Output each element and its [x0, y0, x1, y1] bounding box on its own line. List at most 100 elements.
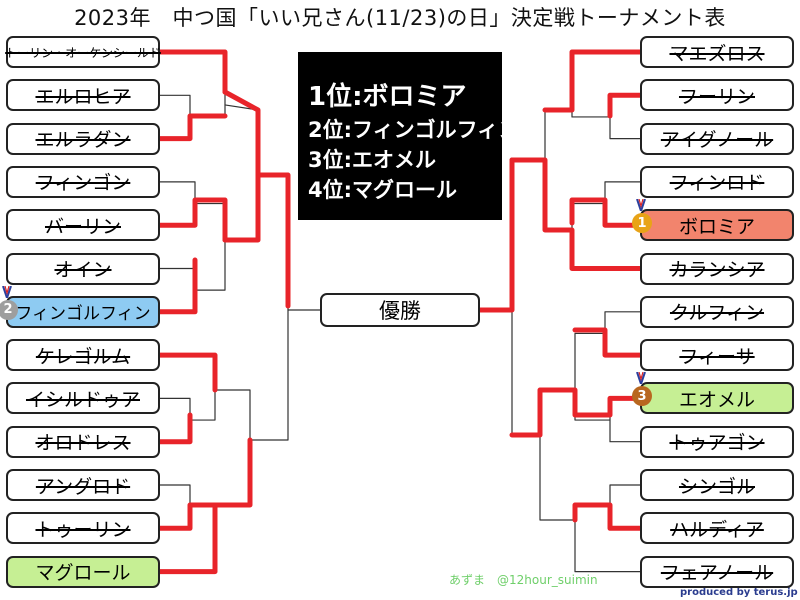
rank-fourth: 4位:マグロール: [308, 178, 458, 202]
win-path: [157, 437, 253, 575]
right-entry-4: ボロミア 1: [632, 199, 794, 242]
win-path: [222, 89, 261, 243]
right-entry-3: フィンロド: [640, 165, 794, 198]
bracket-line: [571, 51, 641, 118]
bracket-line: [159, 51, 226, 118]
champion-box: 優勝: [320, 293, 480, 327]
right-entry-7: フィーサ: [640, 339, 794, 372]
entry-name: マグロール: [35, 562, 131, 585]
entry-name: オイン: [54, 259, 112, 281]
left-entry-4: バーリン: [6, 209, 160, 242]
medal-icon: 1: [632, 213, 652, 234]
medal-ribbon-icon: [636, 199, 646, 212]
author-credit: あずま @12hour_suimin: [449, 573, 598, 587]
left-entry-7: ケレゴルム: [6, 339, 160, 372]
entry-name: シンゴル: [678, 475, 755, 498]
entry-name: バーリン: [44, 215, 121, 238]
right-entry-5: カランシア: [640, 252, 794, 285]
entry-name: トゥアゴン: [669, 432, 765, 455]
win-path: [157, 113, 228, 142]
left-entry-12: マグロール: [6, 555, 160, 588]
win-path: [572, 502, 643, 531]
left-entry-1: エルロヒア: [6, 79, 160, 112]
entry-name: アングロド: [35, 475, 131, 498]
left-entry-10: アングロド: [6, 469, 160, 501]
right-entry-12: フェアノール: [640, 555, 794, 588]
bracket-line: [159, 267, 196, 313]
entry-name: トゥーリン: [35, 518, 131, 541]
right-entry-10: シンゴル: [640, 469, 794, 501]
win-path: [477, 157, 515, 313]
right-entry-8: エオメル 3: [632, 372, 794, 415]
entry-name: イシルドゥア: [25, 388, 140, 411]
medal-icon: 2: [0, 299, 18, 320]
entry-name: フィーサ: [679, 345, 755, 368]
bracket-line: [609, 94, 641, 140]
page-title: 2023年 中つ国「いい兄さん(11/23)の日」決定戦トーナメント表: [74, 6, 726, 30]
bracket-line: [539, 389, 576, 521]
win-path: [542, 49, 643, 113]
entry-name: エルラダン: [35, 129, 131, 152]
left-entry-11: トゥーリン: [6, 512, 160, 545]
bracket-line: [609, 397, 641, 443]
medal-icon: 3: [632, 386, 652, 407]
win-path: [607, 92, 643, 119]
entry-name: フーリン: [678, 85, 755, 108]
entry-name: ボロミア: [678, 215, 755, 238]
entry-name: フィンゴルフィン: [15, 304, 151, 325]
ranking-panel: 1位:ボロミア 2位:フィンゴルフィン 3位:エオメル 4位:マグロール: [298, 52, 520, 220]
left-entry-9: オロドレス: [6, 425, 160, 458]
rank-second: 2位:フィンゴルフィン: [308, 118, 520, 142]
win-path: [157, 49, 228, 95]
entry-name: フェアノール: [660, 562, 774, 585]
win-path: [509, 387, 643, 438]
producer-credit: produced by terus.jp: [680, 587, 798, 598]
left-entry-2: エルラダン: [6, 122, 160, 155]
win-path: [509, 157, 643, 271]
win-path: [157, 197, 228, 243]
entry-name: トーリン・オーケンシールド: [5, 45, 161, 60]
bracket-line: [574, 332, 611, 421]
bracket-line: [159, 181, 196, 226]
entry-name: フィンゴン: [35, 172, 131, 195]
entry-name: エオメル: [678, 388, 755, 411]
bracket-line: [609, 484, 641, 529]
bracket-line: [159, 397, 191, 443]
win-path: [157, 352, 218, 393]
rank-third: 3位:エオメル: [308, 148, 437, 172]
bracket-line: [214, 389, 251, 506]
right-entry-2: アイグノール: [640, 122, 794, 155]
entry-name: ケレゴルム: [35, 345, 131, 368]
entry-name: マエズロス: [669, 42, 765, 65]
bracket-line: [159, 94, 191, 140]
win-path: [157, 502, 218, 531]
entry-name: ハルディア: [670, 518, 764, 541]
win-path: [157, 257, 198, 315]
left-entry-5: オイン: [6, 252, 160, 285]
right-entry-9: トゥアゴン: [640, 425, 794, 458]
left-entry-3: フィンゴン: [6, 165, 160, 198]
right-entry-0: マエズロス: [640, 36, 794, 68]
left-entry-8: イシルドゥア: [6, 382, 160, 415]
entry-name: フィンロド: [669, 172, 765, 195]
right-entry-6: クルフィン: [640, 295, 794, 328]
medal-ribbon-icon: [636, 372, 646, 385]
bracket-line: [544, 109, 573, 231]
win-path: [569, 197, 643, 228]
bracket-line: [224, 104, 259, 241]
entry-name: クルフィン: [669, 302, 765, 325]
win-path: [572, 327, 643, 358]
win-path: [157, 412, 193, 445]
bracket-line: [159, 354, 216, 421]
bracket-line: [604, 311, 641, 356]
right-entry-11: ハルディア: [640, 512, 794, 545]
left-entry-0: トーリン・オーケンシールド: [5, 36, 161, 68]
entry-name: アイグノール: [660, 129, 774, 152]
entry-name: エルロヒア: [35, 85, 131, 108]
right-entry-1: フーリン: [640, 79, 794, 112]
rank-first: 1位:ボロミア: [308, 82, 467, 112]
entry-name: カランシア: [669, 259, 765, 281]
bracket-line: [159, 484, 191, 529]
